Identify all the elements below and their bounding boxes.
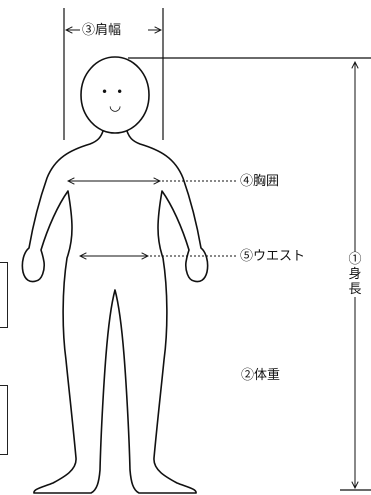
weight-label: ②体重: [241, 368, 281, 383]
left-edge-box-upper: [0, 262, 8, 328]
shoulder-width-label: ③肩幅: [82, 23, 122, 38]
mouth: ◡: [109, 98, 122, 114]
eyes: ••: [101, 85, 132, 99]
chest-label: ④胸囲: [240, 174, 280, 189]
body-figure: [21, 56, 209, 494]
body-outline: [21, 130, 209, 494]
waist-label: ⑤ウエスト: [240, 249, 306, 264]
height-label: ①身長: [348, 252, 362, 297]
shoulder-width-guides: [63, 8, 164, 140]
left-edge-box-lower: [0, 385, 8, 455]
head: [80, 56, 150, 134]
